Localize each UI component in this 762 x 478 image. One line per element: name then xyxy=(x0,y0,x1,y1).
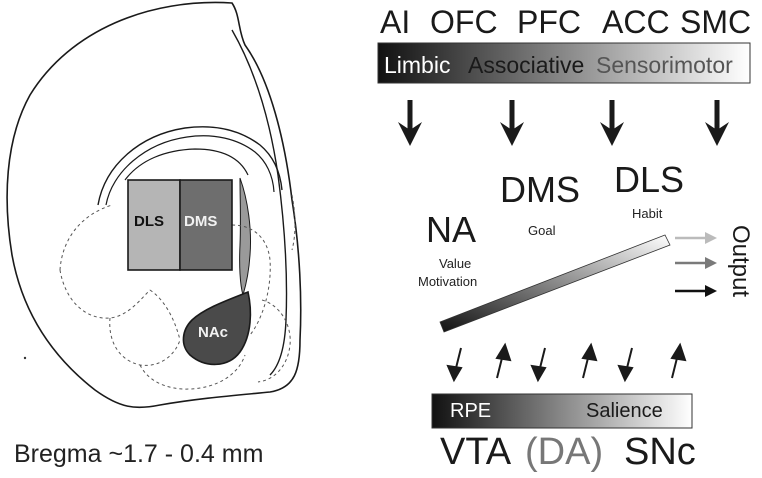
dms-label: DMS xyxy=(184,213,218,230)
down-arrow-small xyxy=(530,347,547,383)
snc-label: SNc xyxy=(624,431,696,473)
dms-region xyxy=(179,179,233,271)
ventricle-line xyxy=(124,148,249,181)
dms-role: Goal xyxy=(528,223,556,238)
brain-section xyxy=(6,1,302,409)
associative-label: Associative xyxy=(468,52,585,78)
limbic-label: Limbic xyxy=(384,52,451,78)
dls-label: DLS xyxy=(134,213,164,230)
nac-region xyxy=(182,290,252,366)
output-label: Output xyxy=(727,225,754,298)
dls-region xyxy=(127,179,181,271)
cortex-area-ofc: OFC xyxy=(430,4,498,40)
salience-label: Salience xyxy=(586,400,663,422)
dashed-structures xyxy=(59,194,296,390)
dopamine-gradient-band xyxy=(431,393,693,429)
down-arrow xyxy=(398,100,422,146)
down-arrow-small xyxy=(446,347,463,383)
down-arrow xyxy=(600,100,624,146)
hemisphere-outline xyxy=(6,1,302,409)
da-label: (DA) xyxy=(525,431,604,473)
sensorimotor-label: Sensorimotor xyxy=(596,52,733,78)
dms-heading: DMS xyxy=(500,169,580,210)
dls-role: Habit xyxy=(632,206,663,221)
down-arrow xyxy=(705,100,729,146)
na-role-motivation: Motivation xyxy=(418,274,478,289)
cortex-area-smc: SMC xyxy=(680,4,752,40)
up-arrow-small xyxy=(495,342,512,379)
cortical-gradient-band xyxy=(377,42,751,84)
output-arrows xyxy=(675,232,717,297)
nac-label: NAc xyxy=(198,324,229,341)
cortex-area-acc: ACC xyxy=(602,4,670,40)
corpus-callosum-line-inner xyxy=(105,135,275,206)
bregma-caption: Bregma ~1.7 - 0.4 mm xyxy=(14,440,264,468)
cortex-inner-outline xyxy=(231,29,288,376)
na-heading: NA xyxy=(426,209,477,250)
dls-heading: DLS xyxy=(614,159,685,200)
dopamine-arrows xyxy=(446,342,687,383)
down-arrow-small xyxy=(617,347,634,383)
cortex-area-ai: AI xyxy=(380,4,411,40)
down-arrow xyxy=(500,100,524,146)
up-arrow-small xyxy=(581,342,598,379)
na-role-value: Value xyxy=(439,256,472,271)
corpus-callosum-line xyxy=(97,126,283,206)
rpe-label: RPE xyxy=(450,400,492,422)
striatal-gradient-bar xyxy=(439,234,671,333)
cortex-area-pfc: PFC xyxy=(517,4,581,40)
vta-label: VTA xyxy=(440,431,512,473)
cortex-to-striatum-arrows xyxy=(398,100,729,146)
up-arrow-small xyxy=(670,342,687,379)
